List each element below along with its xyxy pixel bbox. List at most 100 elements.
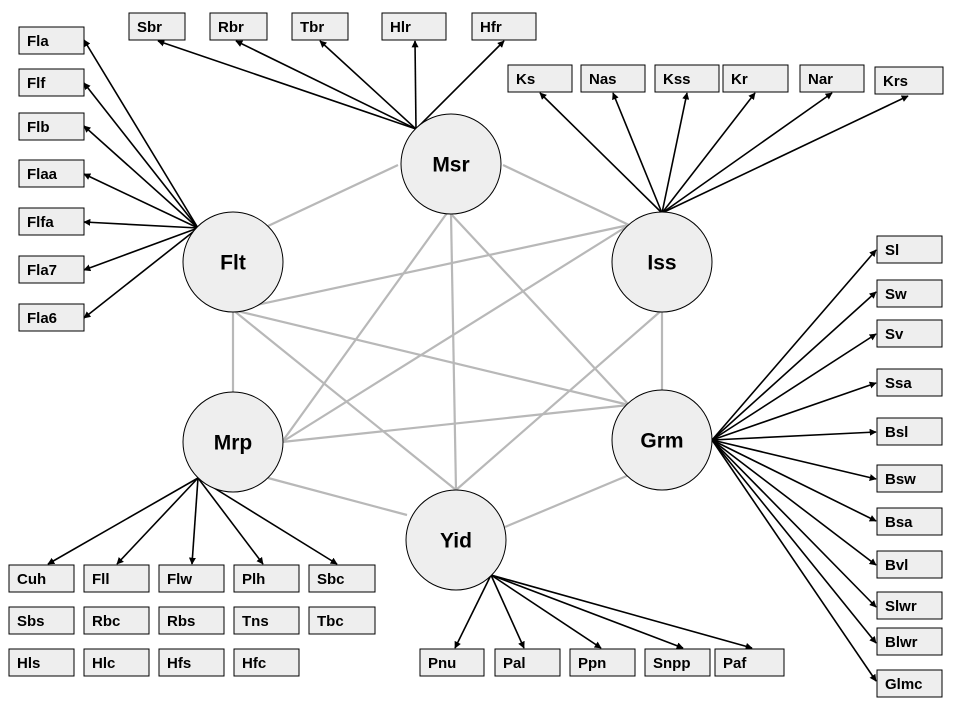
leaf-node-ppn[interactable]: Ppn [569,648,636,677]
hub-node-msr[interactable]: Msr [400,113,502,215]
leaf-label-fla: Fla [27,33,49,50]
arrow-iss-to-kss [661,92,690,214]
leaf-node-sbr[interactable]: Sbr [128,12,186,41]
leaf-node-fla[interactable]: Fla [18,26,85,55]
leaf-label-tbr: Tbr [300,19,324,36]
leaf-node-slwr[interactable]: Slwr [876,591,943,620]
standalone-box-tbc [308,606,376,635]
leaf-node-bsw[interactable]: Bsw [876,464,943,493]
leaf-node-sbc[interactable]: Sbc [308,564,376,593]
leaf-node-flb[interactable]: Flb [18,112,85,141]
leaf-node-pal[interactable]: Pal [494,648,561,677]
leaf-node-sl[interactable]: Sl [876,235,943,264]
hub-label-grm: Grm [640,430,683,453]
leaf-node-glmc[interactable]: Glmc [876,669,943,698]
leaf-node-plh[interactable]: Plh [233,564,300,593]
leaf-node-ssa[interactable]: Ssa [876,368,943,397]
hub-node-iss[interactable]: Iss [611,211,713,313]
leaf-box-ppn [569,648,636,677]
arrow-grm-to-sw [711,291,877,441]
standalone-node-hlc[interactable]: Hlc [83,648,150,677]
connection-flt-iss [232,223,630,312]
arrow-grm-to-blwr [711,439,877,644]
leaf-node-blwr[interactable]: Blwr [876,627,943,656]
standalone-node-hfc[interactable]: Hfc [233,648,300,677]
arrow-yid-to-ppn [490,574,602,649]
hub-node-flt[interactable]: Flt [182,211,284,313]
arrow-flt-to-flfa [83,218,199,229]
standalone-node-rbc[interactable]: Rbc [83,606,150,635]
leaf-node-flw[interactable]: Flw [158,564,225,593]
arrow-grm-to-sv [711,333,877,441]
standalone-node-tbc[interactable]: Tbc [308,606,376,635]
connection-msr-iss [502,164,630,226]
hub-node-grm[interactable]: Grm [611,389,713,491]
hub-node-mrp[interactable]: Mrp [182,391,284,493]
leaf-box-glmc [876,669,943,698]
arrow-iss-to-nas [612,92,663,214]
leaf-node-kss[interactable]: Kss [654,64,720,93]
leaf-node-rbr[interactable]: Rbr [209,12,268,41]
leaf-node-nar[interactable]: Nar [799,64,865,93]
standalone-node-tns[interactable]: Tns [233,606,300,635]
leaf-node-sw[interactable]: Sw [876,279,943,308]
leaf-node-sv[interactable]: Sv [876,319,943,348]
leaf-box-sw [876,279,943,308]
arrow-grm-to-bsa [711,439,877,522]
leaf-node-flfa[interactable]: Flfa [18,207,85,236]
leaf-node-krs[interactable]: Krs [874,66,944,95]
standalone-label-tns: Tns [242,613,269,630]
leaf-node-fla6[interactable]: Fla6 [18,303,85,332]
hub-node-yid[interactable]: Yid [405,489,507,591]
standalone-label-hfc: Hfc [242,655,266,672]
arrow-mrp-to-plh [197,477,264,565]
leaf-box-hfr [471,12,537,41]
leaf-box-fll [83,564,150,593]
leaf-node-snpp[interactable]: Snpp [644,648,711,677]
standalone-node-hfs[interactable]: Hfs [158,648,225,677]
arrow-flt-to-flb [83,125,199,229]
leaf-box-rbr [209,12,268,41]
leaf-label-blwr: Blwr [885,634,918,651]
leaf-label-rbr: Rbr [218,19,244,36]
standalone-box-rbs [158,606,225,635]
arrow-grm-to-slwr [711,439,877,608]
leaf-node-pnu[interactable]: Pnu [419,648,485,677]
leaf-node-fll[interactable]: Fll [83,564,150,593]
leaf-node-cuh[interactable]: Cuh [8,564,75,593]
leaf-label-sbc: Sbc [317,571,345,588]
leaf-node-kr[interactable]: Kr [722,64,789,93]
leaf-node-tbr[interactable]: Tbr [291,12,349,41]
arrow-grm-to-bvl [711,439,877,566]
leaf-box-nar [799,64,865,93]
leaf-label-bsw: Bsw [885,471,916,488]
arrow-grm-to-sl [711,249,877,441]
leaf-node-bsl[interactable]: Bsl [876,417,943,446]
leaf-node-paf[interactable]: Paf [714,648,785,677]
leaf-node-nas[interactable]: Nas [580,64,646,93]
leaf-node-flaa[interactable]: Flaa [18,159,85,188]
standalone-box-hlc [83,648,150,677]
leaf-node-hlr[interactable]: Hlr [381,12,447,41]
standalone-box-hls [8,648,75,677]
leaf-node-hfr[interactable]: Hfr [471,12,537,41]
leaf-node-ks[interactable]: Ks [507,64,573,93]
leaf-label-cuh: Cuh [17,571,46,588]
arrow-msr-to-hlr [411,40,419,130]
leaf-box-nas [580,64,646,93]
leaf-label-bvl: Bvl [885,557,908,574]
standalone-node-sbs[interactable]: Sbs [8,606,75,635]
leaf-node-bsa[interactable]: Bsa [876,507,943,536]
leaf-label-pal: Pal [503,655,526,672]
leaf-node-fla7[interactable]: Fla7 [18,255,85,284]
leaf-node-flf[interactable]: Flf [18,68,85,97]
leaf-node-bvl[interactable]: Bvl [876,550,943,579]
leaf-label-flw: Flw [167,571,192,588]
standalone-node-hls[interactable]: Hls [8,648,75,677]
standalone-node-rbs[interactable]: Rbs [158,606,225,635]
arrow-msr-to-hfr [415,40,505,130]
leaf-box-kss [654,64,720,93]
hub-circle-mrp [182,391,284,493]
